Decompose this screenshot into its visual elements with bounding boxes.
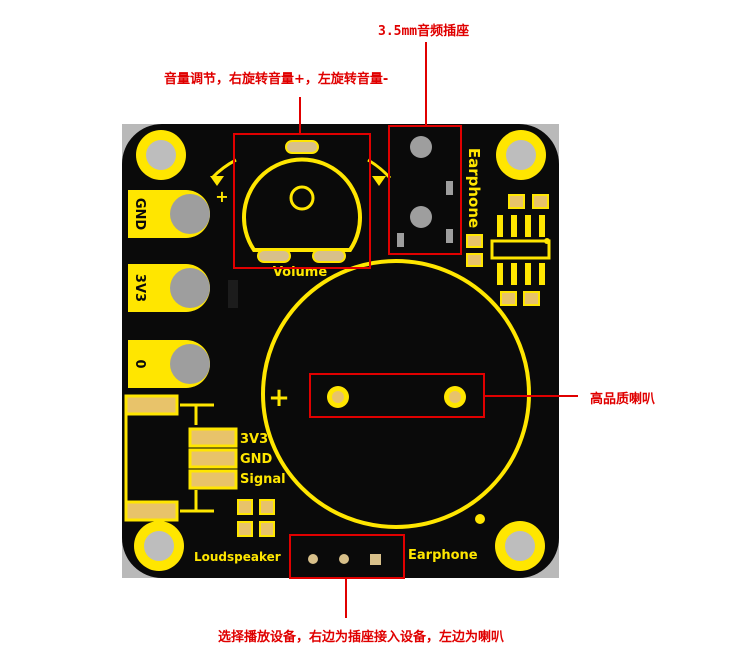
speaker-plus-label: + [268, 383, 290, 413]
annotation-audio-jack: 3.5mm音频插座 [378, 24, 470, 39]
mounting-hole-bottom-left [134, 521, 184, 571]
pin-3v3-label: 3V3 [132, 274, 147, 302]
header-3v3-label: 3V3 [240, 432, 268, 447]
earphone-vertical-label: Earphone [465, 148, 483, 228]
speaker-pad-right [444, 386, 466, 408]
smd-cluster-bottom [237, 499, 275, 537]
pin-tab-0: 0 [128, 340, 210, 388]
speaker-outline: + [261, 259, 531, 529]
pin-gnd-label: GND [132, 198, 147, 231]
mounting-hole-top-right [496, 130, 546, 180]
header-gnd-label: GND [240, 452, 273, 467]
smd-components-right [228, 194, 551, 308]
mounting-hole-bottom-right [495, 521, 545, 571]
header-signal-label: Signal [240, 472, 286, 487]
audio-jack: Earphone [393, 127, 483, 252]
earphone-bottom-label: Earphone [408, 548, 478, 563]
annotation-selector: 选择播放设备，右边为插座接入设备，左边为喇叭 [218, 630, 505, 645]
knob-plus-label: + [215, 187, 228, 206]
pin-tab-gnd: GND [128, 190, 210, 238]
highlight-volume [233, 133, 371, 269]
mounting-hole-top-left [136, 130, 186, 180]
pin-tab-3v3: 3V3 [128, 264, 210, 312]
loudspeaker-label: Loudspeaker [194, 550, 281, 564]
pin-0-label: 0 [132, 359, 147, 368]
speaker-pad-left [327, 386, 349, 408]
output-selector-switch [296, 540, 396, 576]
annotation-volume: 音量调节，右旋转音量+，左旋转音量- [164, 72, 389, 87]
annotation-speaker: 高品质喇叭 [590, 392, 656, 407]
signal-header: 3V3 GND Signal [124, 394, 286, 522]
